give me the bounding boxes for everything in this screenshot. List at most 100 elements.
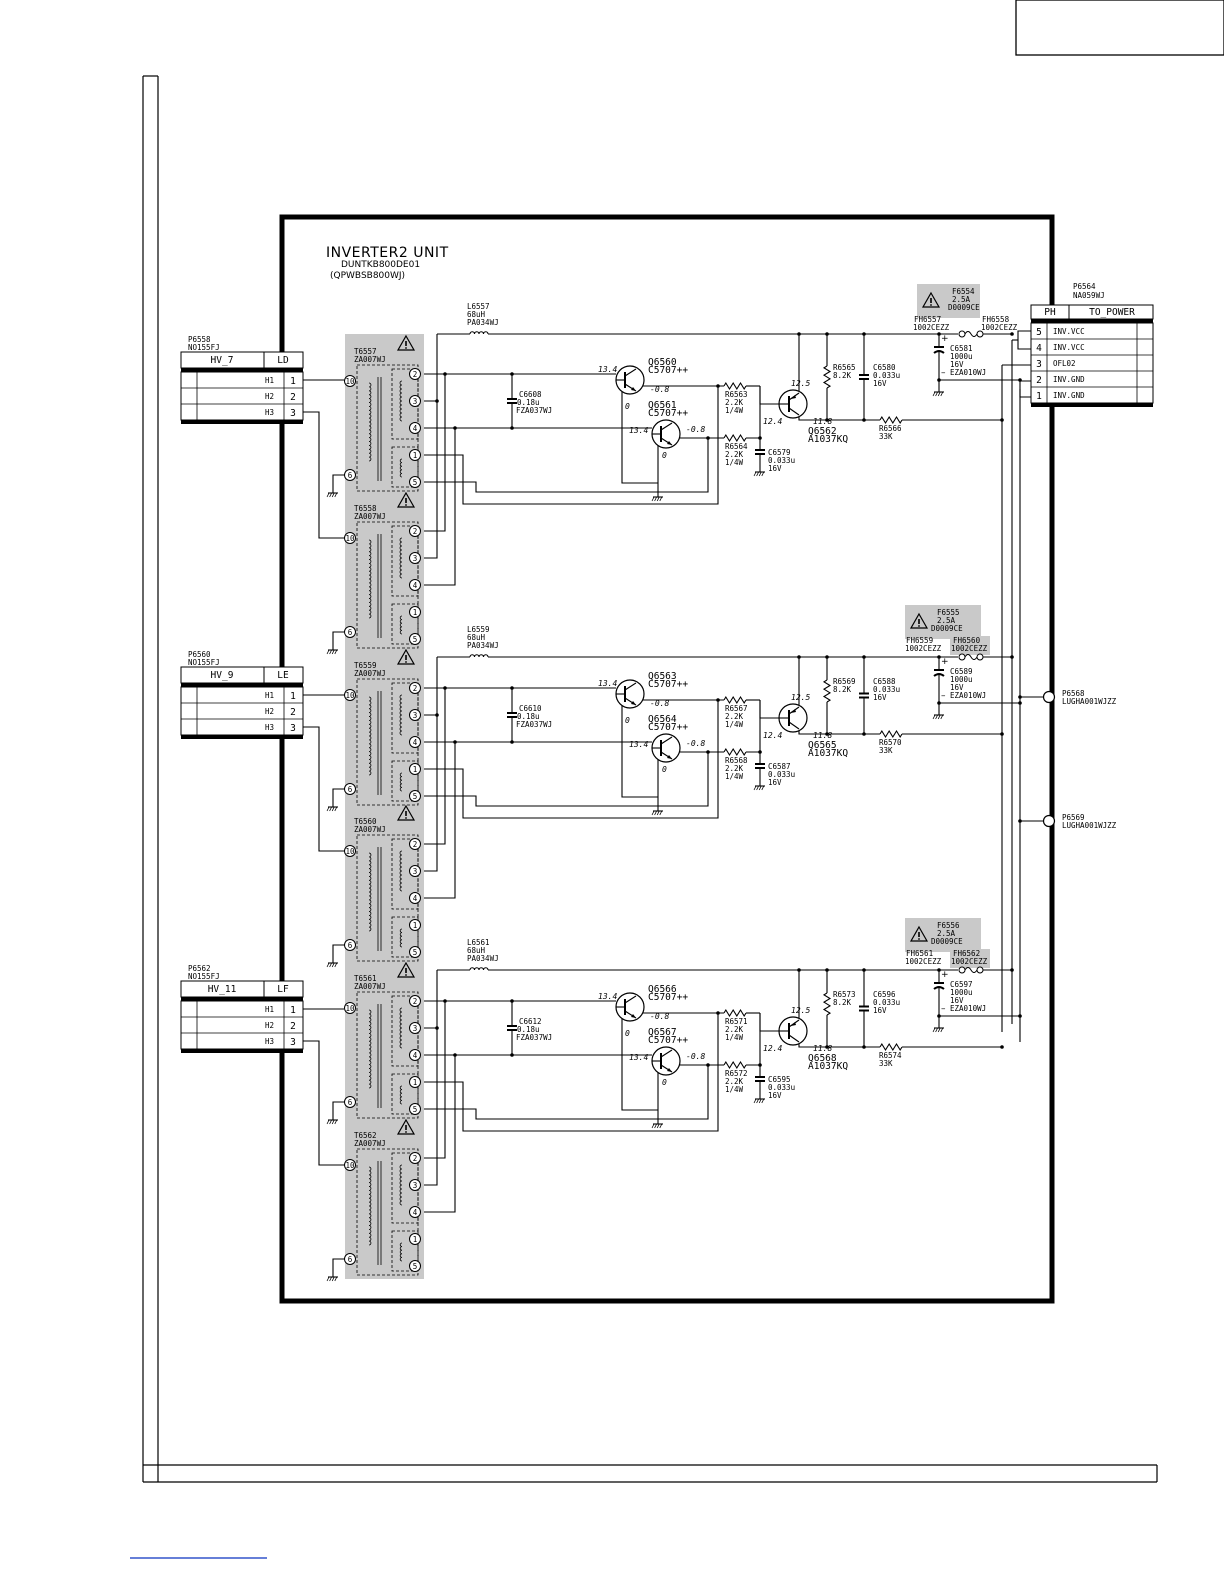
capacitor-ref: C6608 bbox=[519, 390, 542, 399]
ground-hatch bbox=[937, 391, 941, 397]
capacitor-part: FZA037WJ bbox=[516, 720, 552, 729]
capacitor-part: FZA037WJ bbox=[516, 1033, 552, 1042]
transistor-b-icon bbox=[651, 1046, 681, 1076]
h3-wire bbox=[303, 726, 344, 852]
unit-title: INVERTER2 UNIT bbox=[326, 245, 449, 261]
transistor-b-icon bbox=[651, 419, 681, 449]
warning-mark-dot bbox=[918, 625, 920, 627]
transistor-arrow bbox=[791, 1022, 796, 1026]
transformer-pin-icon bbox=[409, 633, 421, 645]
resistor-icon bbox=[723, 747, 747, 757]
transistor-part: A1037KQ bbox=[808, 1061, 848, 1072]
capacitor-part: EZA010WJ bbox=[950, 1004, 986, 1013]
transistor-collector bbox=[660, 736, 673, 745]
junction-dot bbox=[937, 332, 941, 336]
transistor-part: C5707++ bbox=[648, 408, 688, 419]
transistor-ref: Q6563 bbox=[648, 671, 677, 682]
transformer-pin-icon bbox=[344, 1096, 356, 1108]
connector-pin-name: H3 bbox=[265, 723, 274, 732]
capacitor-value: 0.18u bbox=[517, 712, 540, 721]
transistor-part: C5707++ bbox=[648, 992, 688, 1003]
transistor-arrow bbox=[631, 387, 636, 391]
fuse-element-icon bbox=[964, 967, 978, 973]
fuse-shading bbox=[905, 605, 981, 639]
transformer-ground-wire bbox=[332, 631, 344, 644]
inductor-value: 68uH bbox=[467, 946, 486, 955]
connector-ref: P6564 bbox=[1073, 282, 1096, 291]
connector-pin-table bbox=[180, 371, 304, 421]
transistor-ref: Q6561 bbox=[648, 400, 677, 411]
transformer-pin-icon bbox=[409, 763, 421, 775]
fuse-holder-shading bbox=[950, 949, 990, 968]
transformer-pin-icon bbox=[409, 395, 421, 407]
feedback-wire bbox=[421, 438, 709, 493]
ground-hatch bbox=[329, 492, 332, 498]
connector-pin-name: H1 bbox=[265, 376, 274, 385]
transistor-a-icon bbox=[615, 679, 645, 709]
transformer-pin-icon bbox=[409, 476, 421, 488]
ground-hatch bbox=[326, 492, 330, 498]
resistor-ref: R6568 bbox=[725, 756, 748, 765]
fuse-holder-part: 1002CEZZ bbox=[905, 644, 942, 653]
junction-dot bbox=[797, 655, 801, 659]
ground-hatch bbox=[935, 714, 938, 720]
resistor-value: 2.2K bbox=[725, 1025, 744, 1034]
ground-hatch bbox=[329, 962, 332, 968]
transistor-b-icon bbox=[651, 733, 681, 763]
capacitor-ref: C6612 bbox=[519, 1017, 542, 1026]
resistor-zigzag bbox=[879, 729, 903, 739]
ground-hatch bbox=[654, 810, 657, 816]
connector-col-label: TO_POWER bbox=[1089, 307, 1135, 318]
center-tap-wire bbox=[421, 1028, 438, 1186]
connector-bar bbox=[181, 735, 303, 739]
junction-dot bbox=[1018, 695, 1022, 699]
resistor-zigzag bbox=[822, 992, 832, 1016]
transistor-a-icon bbox=[615, 365, 645, 395]
fuse-contact-icon bbox=[958, 653, 966, 661]
resistor-icon bbox=[723, 1008, 747, 1018]
transformer-pin-number: 2 bbox=[413, 684, 418, 693]
transformer-ref: T6558 bbox=[354, 504, 377, 513]
transformer-pin-icon bbox=[409, 552, 421, 564]
fuse-ref: F6555 bbox=[937, 608, 960, 617]
secondary-winding bbox=[399, 1007, 403, 1049]
warning-triangle bbox=[921, 291, 941, 308]
center-tap-wire bbox=[421, 401, 438, 559]
transformer-pin-number: 10 bbox=[345, 1161, 355, 1170]
junction-dot bbox=[706, 436, 710, 440]
transistor-part: C5707++ bbox=[648, 722, 688, 733]
warning-icon bbox=[921, 291, 941, 308]
fuse-holder-ref: FH6558 bbox=[982, 315, 1010, 324]
transistor-voltage: 13.4 bbox=[598, 679, 617, 688]
ground-hatch bbox=[932, 714, 936, 720]
resonant-capacitor-icon bbox=[507, 1001, 517, 1055]
transistor-voltage: 0 bbox=[662, 451, 667, 460]
ground-icon bbox=[651, 491, 663, 502]
transformer-pin-number: 3 bbox=[413, 397, 418, 406]
connector-pin-name: H3 bbox=[265, 408, 274, 417]
transistor-collector bbox=[624, 368, 637, 377]
transistor-collector bbox=[660, 422, 673, 431]
connector-pin-label: INV.VCC bbox=[1053, 343, 1085, 352]
capacitor-plate-curved bbox=[933, 350, 945, 354]
ground-icon bbox=[651, 805, 663, 816]
transformer-pin-number: 4 bbox=[413, 738, 418, 747]
capacitor-value: 0.033u bbox=[768, 770, 795, 779]
unit-border bbox=[279, 214, 1055, 1304]
winding-outline bbox=[391, 603, 419, 645]
connector-pin-name: H1 bbox=[265, 1005, 274, 1014]
link-wire bbox=[421, 1055, 456, 1213]
base-wire bbox=[671, 1064, 724, 1072]
transformer-ref: T6562 bbox=[354, 1131, 377, 1140]
ground-hatch bbox=[334, 492, 338, 498]
transformer-outline bbox=[356, 521, 419, 649]
connector-pin-label: INV.GND bbox=[1053, 391, 1085, 400]
fuse-element-icon bbox=[964, 654, 978, 660]
transformer-outline bbox=[356, 991, 419, 1119]
warning-triangle bbox=[396, 961, 416, 978]
connector-bar bbox=[181, 1049, 303, 1053]
transformer-outline bbox=[356, 1148, 419, 1276]
warning-mark-dot bbox=[405, 504, 407, 506]
capacitor-value: 1000u bbox=[950, 675, 973, 684]
junction-dot bbox=[435, 1026, 439, 1030]
